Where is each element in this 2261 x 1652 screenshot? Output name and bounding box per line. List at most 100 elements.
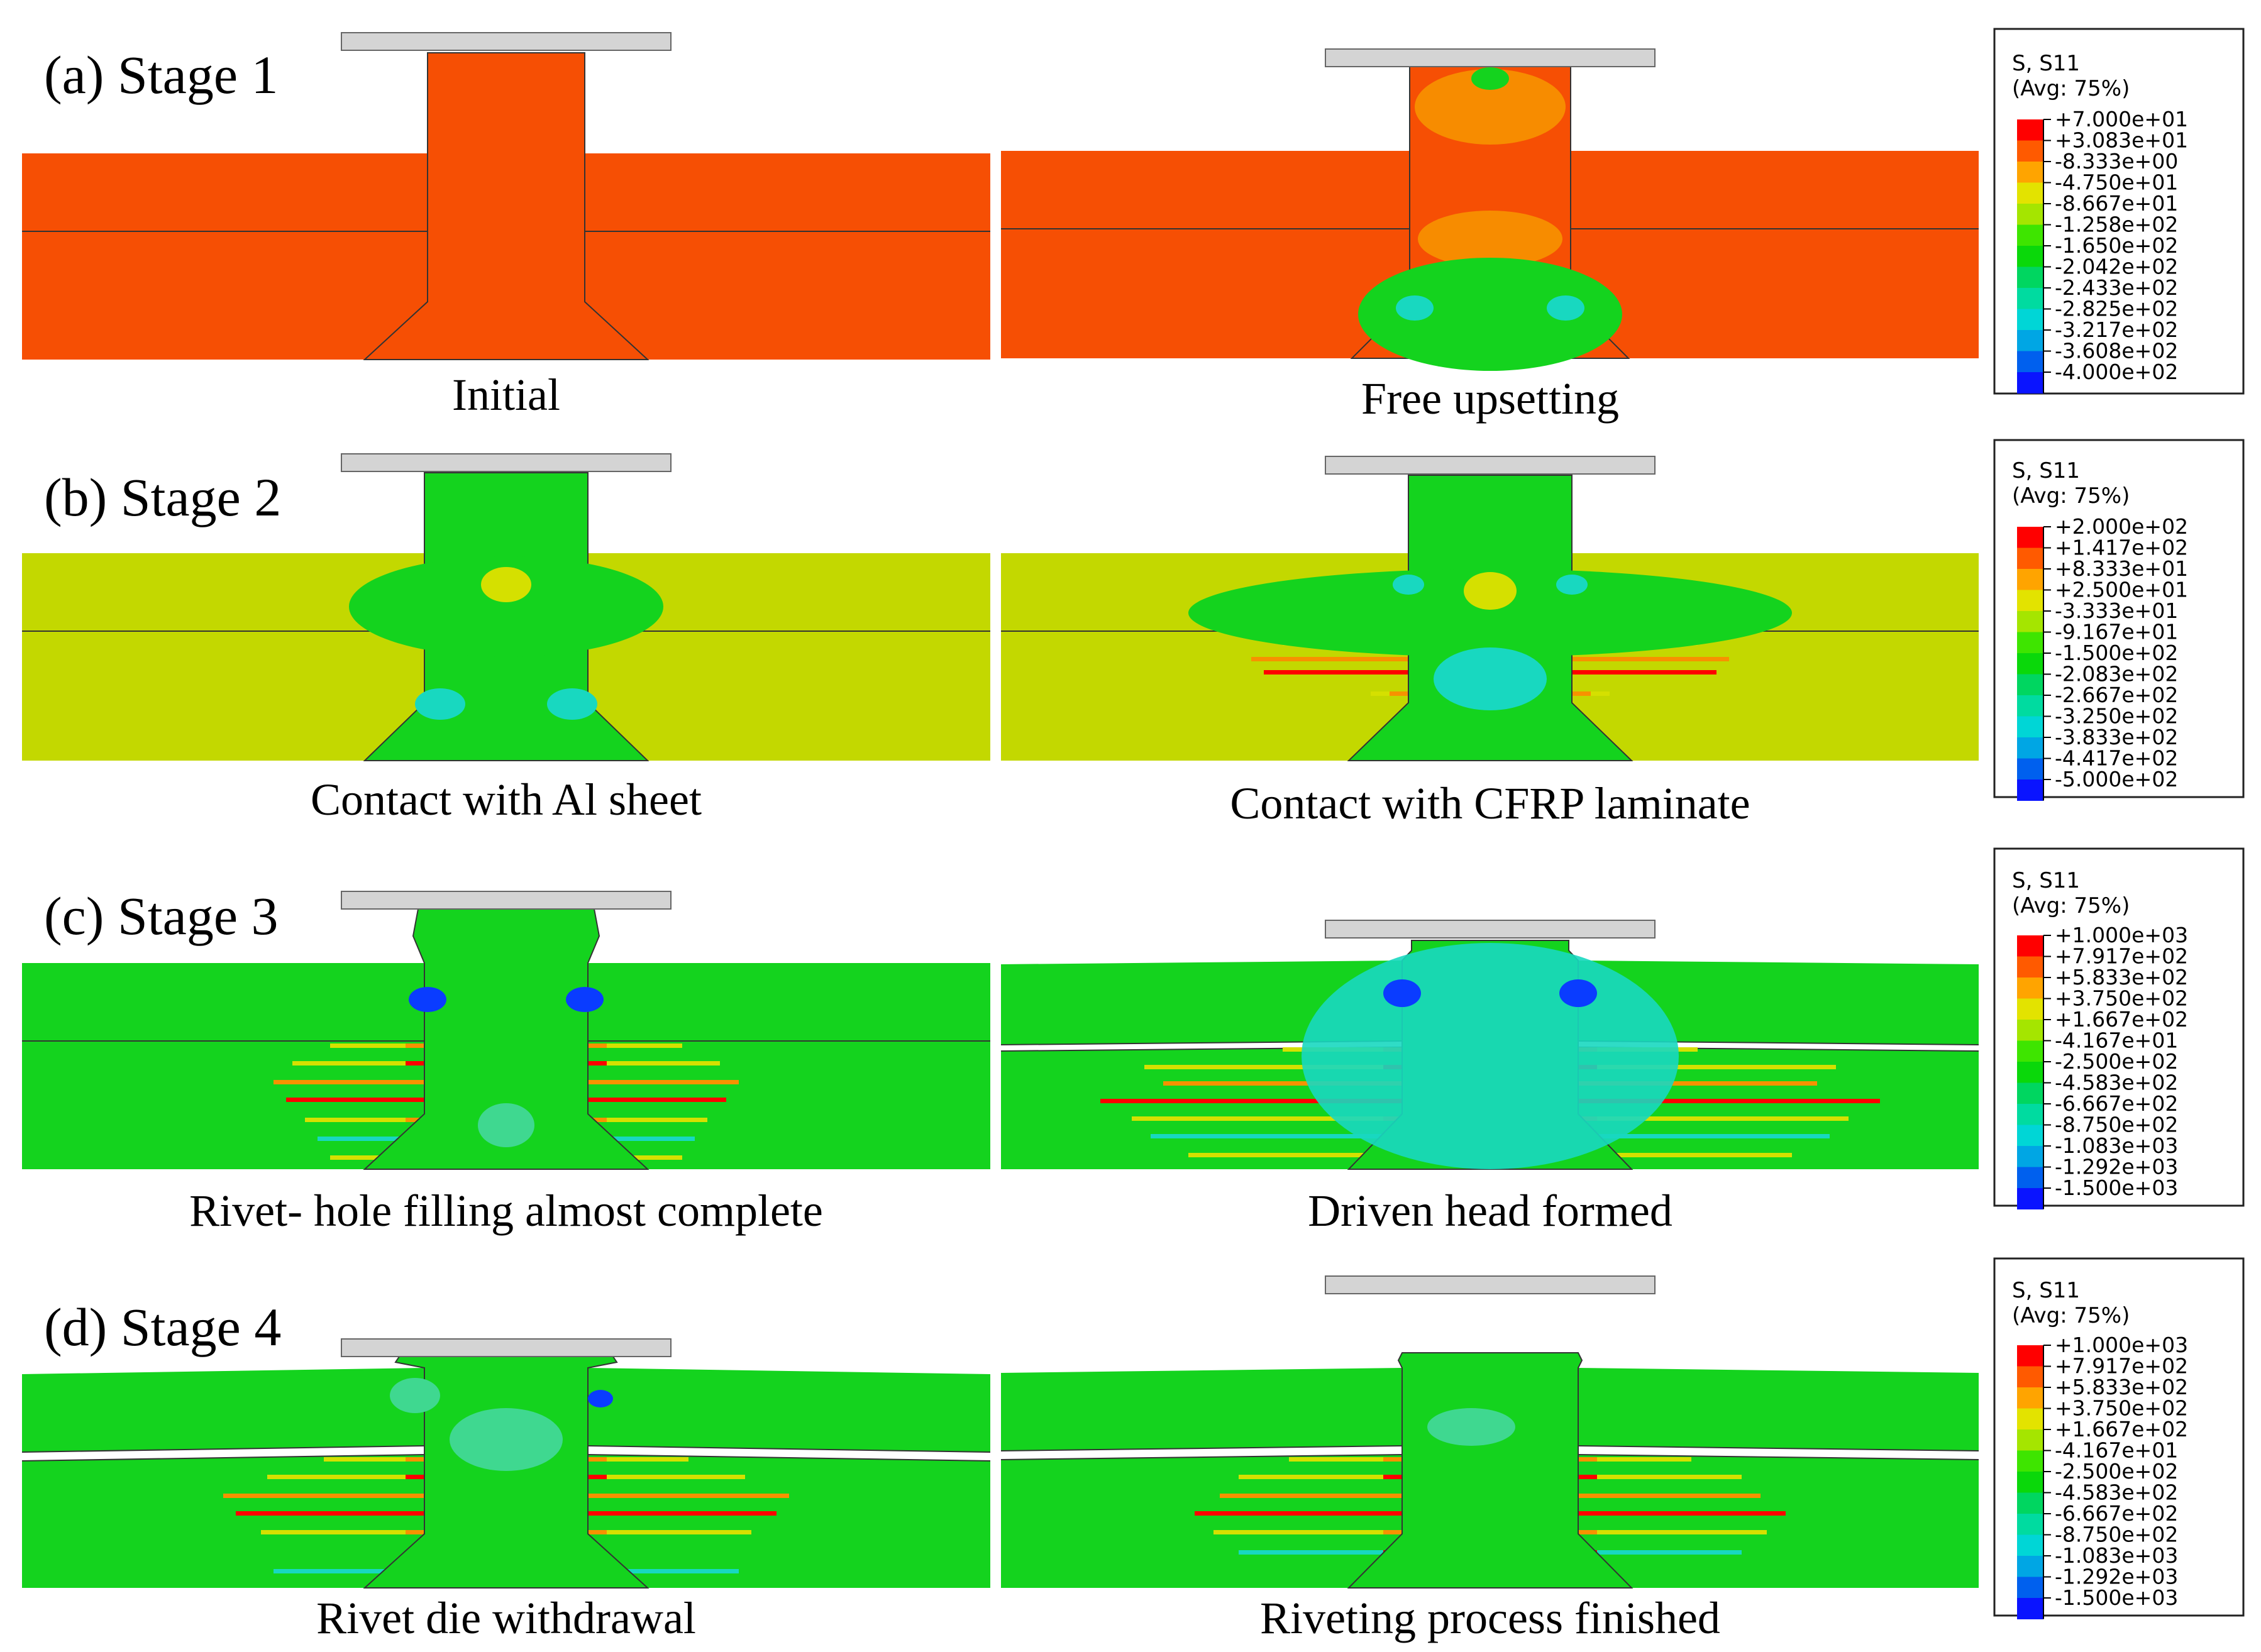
legend-value: -2.083e+02: [2055, 662, 2178, 686]
ply-damage-band: [1144, 1065, 1402, 1069]
simulation-panel: [1001, 48, 1979, 371]
ply-damage-band: [1289, 1457, 1402, 1462]
ply-damage-band: [588, 1080, 739, 1084]
legend-value: +7.917e+02: [2055, 944, 2188, 969]
legend-swatch: [2017, 935, 2043, 957]
legend-value: -8.667e+01: [2055, 191, 2178, 216]
legend-title: S, S11: [2012, 458, 2080, 483]
stress-legend-stage1: S, S11 (Avg: 75%) +7.000e+01+3.083e+01-8…: [1993, 28, 2245, 395]
ply-damage-band: [236, 1511, 424, 1516]
interface-line: [22, 1445, 425, 1453]
stress-legend-stage4: S, S11 (Avg: 75%) +1.000e+03+7.917e+02+5…: [1993, 1257, 2245, 1619]
interface-line: [587, 1445, 990, 1453]
legend-value: +1.667e+02: [2055, 1417, 2188, 1441]
ply-damage-band: [1390, 657, 1408, 661]
legend-swatch: [2017, 590, 2043, 612]
legend-value: -1.292e+03: [2055, 1155, 2178, 1179]
legend-value: -8.750e+02: [2055, 1523, 2178, 1547]
ply-damage-band: [1151, 1134, 1402, 1138]
legend-swatch: [2017, 1429, 2043, 1451]
legend-swatch: [2017, 140, 2043, 162]
ply-damage-band: [588, 1457, 688, 1462]
ply-damage-band: [588, 1457, 607, 1462]
simulation-panel: [22, 453, 990, 761]
ply-damage-band: [1195, 1511, 1402, 1516]
legend-value: -4.583e+02: [2055, 1071, 2178, 1095]
legend-swatch: [2017, 224, 2043, 246]
ply-damage-band: [1572, 670, 1591, 675]
al-sheet-right: [1578, 961, 1979, 1045]
al-sheet-left: [22, 963, 424, 1041]
legend-value: -1.500e+03: [2055, 1585, 2178, 1610]
cfrp-laminate-right: [588, 1041, 990, 1169]
ply-damage-band: [286, 1098, 424, 1102]
al-sheet-left: [1001, 151, 1410, 229]
legend-swatch: [2017, 162, 2043, 183]
legend-value: -3.333e+01: [2055, 598, 2178, 623]
legend-swatch: [2017, 1472, 2043, 1493]
ply-damage-band: [588, 1137, 695, 1141]
legend-swatch: [2017, 737, 2043, 759]
stage-1-label: (a) Stage 1: [44, 45, 279, 105]
legend-swatch: [2017, 309, 2043, 331]
legend-value: -2.825e+02: [2055, 297, 2178, 321]
al-sheet-left: [22, 153, 428, 231]
caption-stage4-left: Rivet die withdrawal: [316, 1593, 696, 1643]
legend-swatch: [2017, 1598, 2043, 1619]
legend-swatch: [2017, 1577, 2043, 1599]
al-sheet-right: [588, 963, 990, 1041]
ply-damage-band: [1163, 1081, 1402, 1086]
ply-damage-band: [588, 1098, 726, 1102]
legend-value: -1.650e+02: [2055, 233, 2178, 258]
stress-zone: [1464, 572, 1517, 610]
legend-swatch: [2017, 632, 2043, 654]
legend-swatch: [2017, 267, 2043, 289]
legend-value: -6.667e+02: [2055, 1501, 2178, 1526]
legend-swatch: [2017, 1020, 2043, 1041]
legend-value: +3.750e+02: [2055, 986, 2188, 1011]
simulation-panel: [22, 891, 990, 1170]
ply-damage-band: [1578, 1475, 1742, 1479]
cfrp-laminate-right: [588, 1455, 990, 1588]
interface-line: [1001, 1445, 1403, 1451]
stress-zone: [1427, 1408, 1515, 1446]
rivet-die: [1325, 920, 1656, 939]
legend-title: S, S11: [2012, 51, 2080, 76]
legend-value: -2.433e+02: [2055, 275, 2178, 300]
ply-damage-band: [1188, 1153, 1402, 1157]
stress-zone: [1434, 647, 1547, 710]
legend-value: +1.417e+02: [2055, 536, 2188, 560]
ply-damage-band: [1390, 670, 1408, 675]
al-sheet-left: [1001, 961, 1402, 1045]
legend-value: -2.042e+02: [2055, 255, 2178, 279]
legend-value: -9.167e+01: [2055, 620, 2178, 644]
legend-swatch: [2017, 372, 2043, 394]
stress-zone: [415, 688, 465, 720]
ply-damage-band: [292, 1061, 424, 1066]
al-sheet-right: [585, 153, 990, 231]
ply-damage-band: [406, 1098, 424, 1102]
stage-1-row: [22, 32, 1979, 371]
legend-swatch: [2017, 1514, 2043, 1535]
rivet-die: [1325, 456, 1656, 475]
ply-damage-band: [1578, 1457, 1691, 1462]
cfrp-laminate-right: [1571, 229, 1979, 358]
stress-zone: [1358, 258, 1622, 371]
stress-zone: [1556, 575, 1588, 595]
stress-zone: [1383, 979, 1421, 1007]
ply-damage-band: [1383, 1494, 1402, 1498]
ply-damage-band: [1578, 1530, 1597, 1534]
ply-damage-band: [588, 1530, 751, 1534]
legend-value: -2.500e+02: [2055, 1049, 2178, 1074]
legend-value: -1.500e+02: [2055, 641, 2178, 665]
ply-damage-band: [406, 1494, 424, 1498]
ply-damage-band: [274, 1569, 424, 1573]
stress-zone: [1547, 295, 1584, 321]
caption-stage1-right: Free upsetting: [1361, 373, 1619, 424]
legend-swatch: [2017, 182, 2043, 204]
stage-3-label: (c) Stage 3: [44, 886, 279, 946]
legend-swatch: [2017, 1125, 2043, 1147]
legend-swatch: [2017, 351, 2043, 373]
cfrp-laminate-right: [585, 231, 990, 360]
ply-damage-band: [406, 1061, 424, 1066]
